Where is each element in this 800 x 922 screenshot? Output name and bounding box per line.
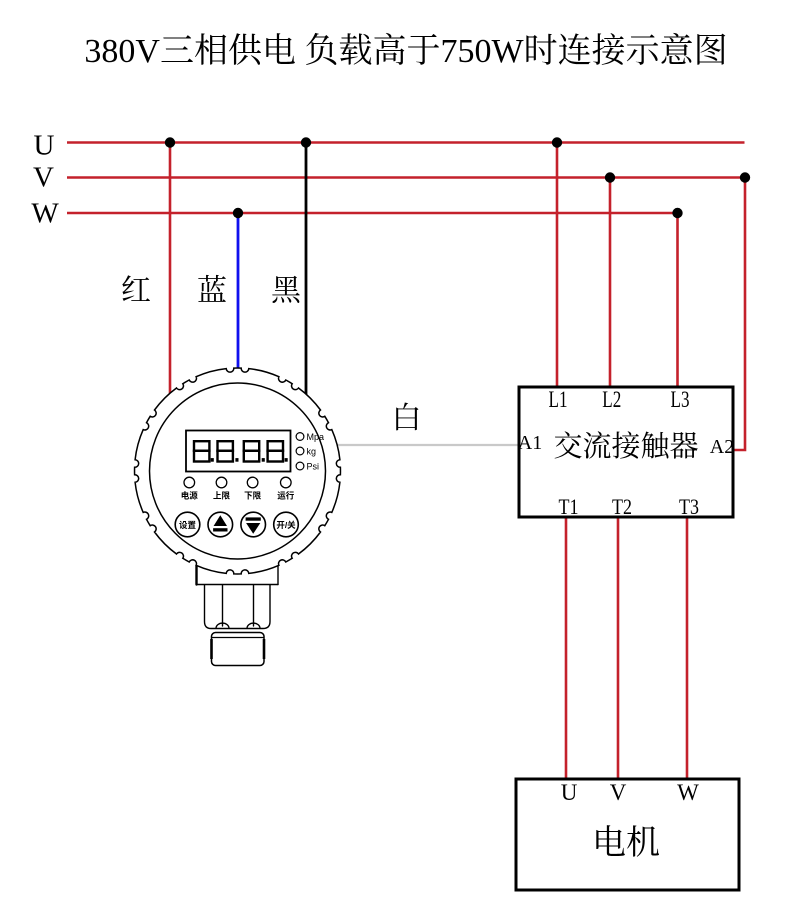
status-led-lower (246, 476, 259, 489)
unit-label-mpa: Mpa (307, 432, 325, 442)
status-label-upper: 上限 (213, 491, 231, 501)
motor-box (514, 777, 741, 892)
switch-thread-plug (210, 631, 266, 667)
motor-terminal-w: W (677, 780, 699, 805)
junction-dots (164, 137, 751, 219)
status-leds: 电源 上限 下限 运行 (181, 476, 295, 501)
lcd-digits (192, 440, 285, 463)
wire-label-blue: 蓝 (197, 275, 227, 308)
contactor-terminal-a2: A2 (710, 436, 734, 458)
motor-terminal-v: V (610, 780, 627, 805)
set-button-label: 设置 (179, 520, 197, 530)
status-led-run (279, 476, 292, 489)
contactor-terminal-t2: T2 (612, 494, 632, 519)
junction-dot (739, 172, 751, 183)
up-arrow-icon (213, 515, 228, 532)
contactor: L1 L2 L3 T1 T2 T3 A1 A2 交流接触器 (517, 385, 735, 519)
unit-label-psi: Psi (307, 462, 320, 472)
red-wires (168, 142, 747, 781)
contactor-terminal-l3: L3 (671, 387, 690, 412)
contactor-terminal-l2: L2 (602, 387, 621, 412)
contactor-terminal-t3: T3 (679, 494, 699, 519)
phase-label-u: U (34, 130, 55, 162)
lcd-decimal-points (210, 458, 288, 462)
unit-indicators: Mpa kg Psi (295, 432, 325, 472)
junction-dot (300, 137, 312, 148)
junction-dot (551, 137, 563, 148)
pressure-switch: 8.8.8.8. (133, 367, 342, 667)
wire-label-white: 白 (392, 402, 422, 435)
switch-lcd: 8.8.8.8. (185, 429, 292, 473)
contactor-terminal-t1: T1 (559, 494, 579, 519)
unit-label-kg: kg (307, 447, 317, 457)
switch-buttons: 设置 开/关 (174, 511, 300, 538)
junction-dot (672, 207, 683, 219)
switch-neck-collar (195, 564, 279, 586)
power-button-label: 开/关 (276, 520, 296, 530)
junction-dot (164, 137, 176, 148)
junction-dot (604, 172, 616, 183)
contactor-terminal-a1: A1 (518, 432, 542, 454)
unit-led-mpa (295, 432, 305, 442)
wire-label-red: 红 (121, 275, 151, 308)
contactor-box (517, 385, 735, 519)
junction-dot (232, 207, 244, 219)
unit-led-psi (295, 461, 305, 471)
contactor-name: 交流接触器 (553, 430, 698, 463)
contactor-terminal-l1: L1 (549, 387, 568, 412)
status-label-lower: 下限 (244, 491, 262, 501)
unit-led-kg (295, 446, 305, 456)
motor-terminal-u: U (561, 780, 578, 805)
wire-label-black: 黑 (271, 275, 302, 308)
down-arrow-icon (245, 517, 261, 534)
motor: U V W 电机 (514, 777, 741, 892)
motor-name: 电机 (592, 824, 660, 862)
status-led-upper (215, 476, 228, 489)
switch-hex-nut (203, 584, 271, 630)
diagram-title: 380V三相供电 负载高于750W时连接示意图 (84, 33, 728, 70)
phase-label-w: W (31, 198, 59, 230)
phase-label-v: V (33, 162, 54, 194)
power-button (272, 511, 300, 538)
wire-v-to-a2 (732, 177, 747, 452)
status-led-power (183, 476, 196, 489)
set-button (174, 511, 201, 538)
status-label-power: 电源 (181, 491, 199, 501)
status-label-run: 运行 (277, 491, 295, 501)
